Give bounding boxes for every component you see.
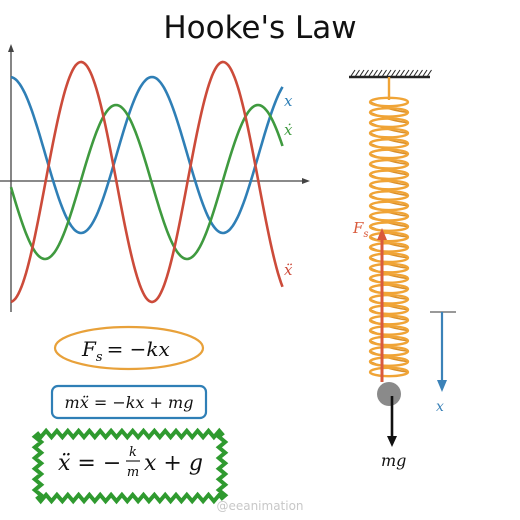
newton-equation: mẍ = −kx + mg (50, 384, 208, 420)
weight-arrowhead (387, 436, 397, 447)
ceiling-hatch-line (400, 69, 405, 77)
spring-coil-loop (368, 293, 410, 305)
ceiling-hatch (350, 69, 432, 77)
result-fraction-denominator: m (127, 465, 139, 480)
ceiling-hatch-line (386, 69, 392, 77)
position-curve-label: x (284, 92, 293, 110)
spring-coil-loop (368, 335, 410, 347)
ceiling-hatch-line (391, 69, 396, 77)
ceiling-hatch-line (355, 69, 360, 77)
ceiling-hatch-line (368, 69, 374, 77)
ceiling-hatch-line (395, 69, 401, 77)
acceleration-curve (10, 60, 284, 304)
spring-coil-back (369, 101, 409, 373)
spring-coil-loop (368, 231, 410, 243)
ceiling-hatch-line (377, 69, 383, 77)
x-axis-arrowhead (302, 178, 310, 184)
spring-coil-loop (368, 127, 410, 139)
ceiling-hatch-line (418, 69, 423, 77)
spring-coil-loop (368, 314, 410, 326)
ceiling-hatch-line (350, 69, 356, 77)
newton-equation-box (50, 384, 208, 420)
spring-coil-loop (368, 345, 410, 357)
result-equation-rhs: x + g (144, 451, 203, 476)
spring-force-rhs: = −kx (107, 337, 170, 361)
spring-coil-loop (368, 273, 410, 284)
spring-force-label: F (352, 219, 364, 237)
ceiling-hatch-line (382, 69, 387, 77)
result-equation: ẍ = − k m x + g (31, 427, 229, 505)
spring-force-equation: Fs = −kx (53, 325, 205, 371)
svg-text:Fs: Fs (352, 219, 369, 240)
spring-coil-loop (368, 366, 410, 378)
spring-coil-loop (368, 356, 410, 368)
spring-force-symbol: F (81, 337, 97, 361)
displacement-label: x (436, 399, 444, 415)
spring-force-label-subscript: s (363, 229, 368, 240)
weight-label: mg (381, 451, 406, 470)
ceiling-hatch-line (359, 69, 365, 77)
spring-coil-loop (368, 190, 410, 201)
svg-text:Fs= −kx: Fs = −kx (81, 337, 170, 365)
position-curve (10, 75, 284, 235)
spring-coil-loop (368, 283, 410, 295)
ceiling-hatch-line (413, 69, 419, 77)
spring-force-subscript: s (96, 350, 103, 365)
spring-coil-loop (368, 158, 410, 170)
spring-coil-loop (368, 252, 410, 264)
spring-coil-loop (368, 200, 410, 212)
ceiling-hatch-line (409, 69, 414, 77)
spring-coil-loop (368, 96, 410, 108)
spring-coil-loop (368, 117, 410, 129)
result-fraction-numerator: k (129, 445, 137, 460)
ceiling-hatch-line (373, 69, 378, 77)
spring-coil-loop (368, 304, 410, 316)
spring-coil-loop (368, 179, 410, 191)
spring-coil-loop (368, 106, 410, 118)
spring-force-arrowhead (377, 228, 387, 240)
spring-coil-loop (368, 148, 410, 160)
motion-graph: x ẋ ẍ (0, 44, 310, 312)
newton-equation-text: mẍ = −kx + mg (65, 393, 194, 412)
spring-coil-loop (368, 221, 410, 233)
mass-ball (377, 382, 401, 406)
spring-force-oval (53, 325, 205, 371)
result-equation-wavy-box (31, 427, 229, 505)
spring-coil-loop (368, 210, 410, 222)
y-axis-arrowhead (8, 44, 14, 52)
spring-coil-loop (368, 325, 410, 336)
ceiling-hatch-line (427, 69, 432, 77)
spring-coil-loop (368, 138, 410, 149)
spring-coil (368, 96, 410, 378)
velocity-curve (9, 103, 284, 261)
result-equation-lhs: ẍ = − (58, 451, 121, 476)
acceleration-curve-label: ẍ (284, 261, 293, 279)
ceiling-hatch-line (422, 69, 428, 77)
spring-coil-loop (368, 262, 410, 274)
watermark: @eeanimation (216, 499, 304, 513)
ceiling-hatch-line (364, 69, 369, 77)
spring-assembly: Fs mg x (349, 69, 456, 470)
velocity-curve-label: ẋ (284, 121, 293, 139)
spring-coil-loop (368, 169, 410, 181)
page-title: Hooke's Law (163, 10, 357, 46)
displacement-arrowhead (437, 380, 447, 392)
spring-coil-loop (368, 241, 410, 253)
ceiling-hatch-line (404, 69, 410, 77)
